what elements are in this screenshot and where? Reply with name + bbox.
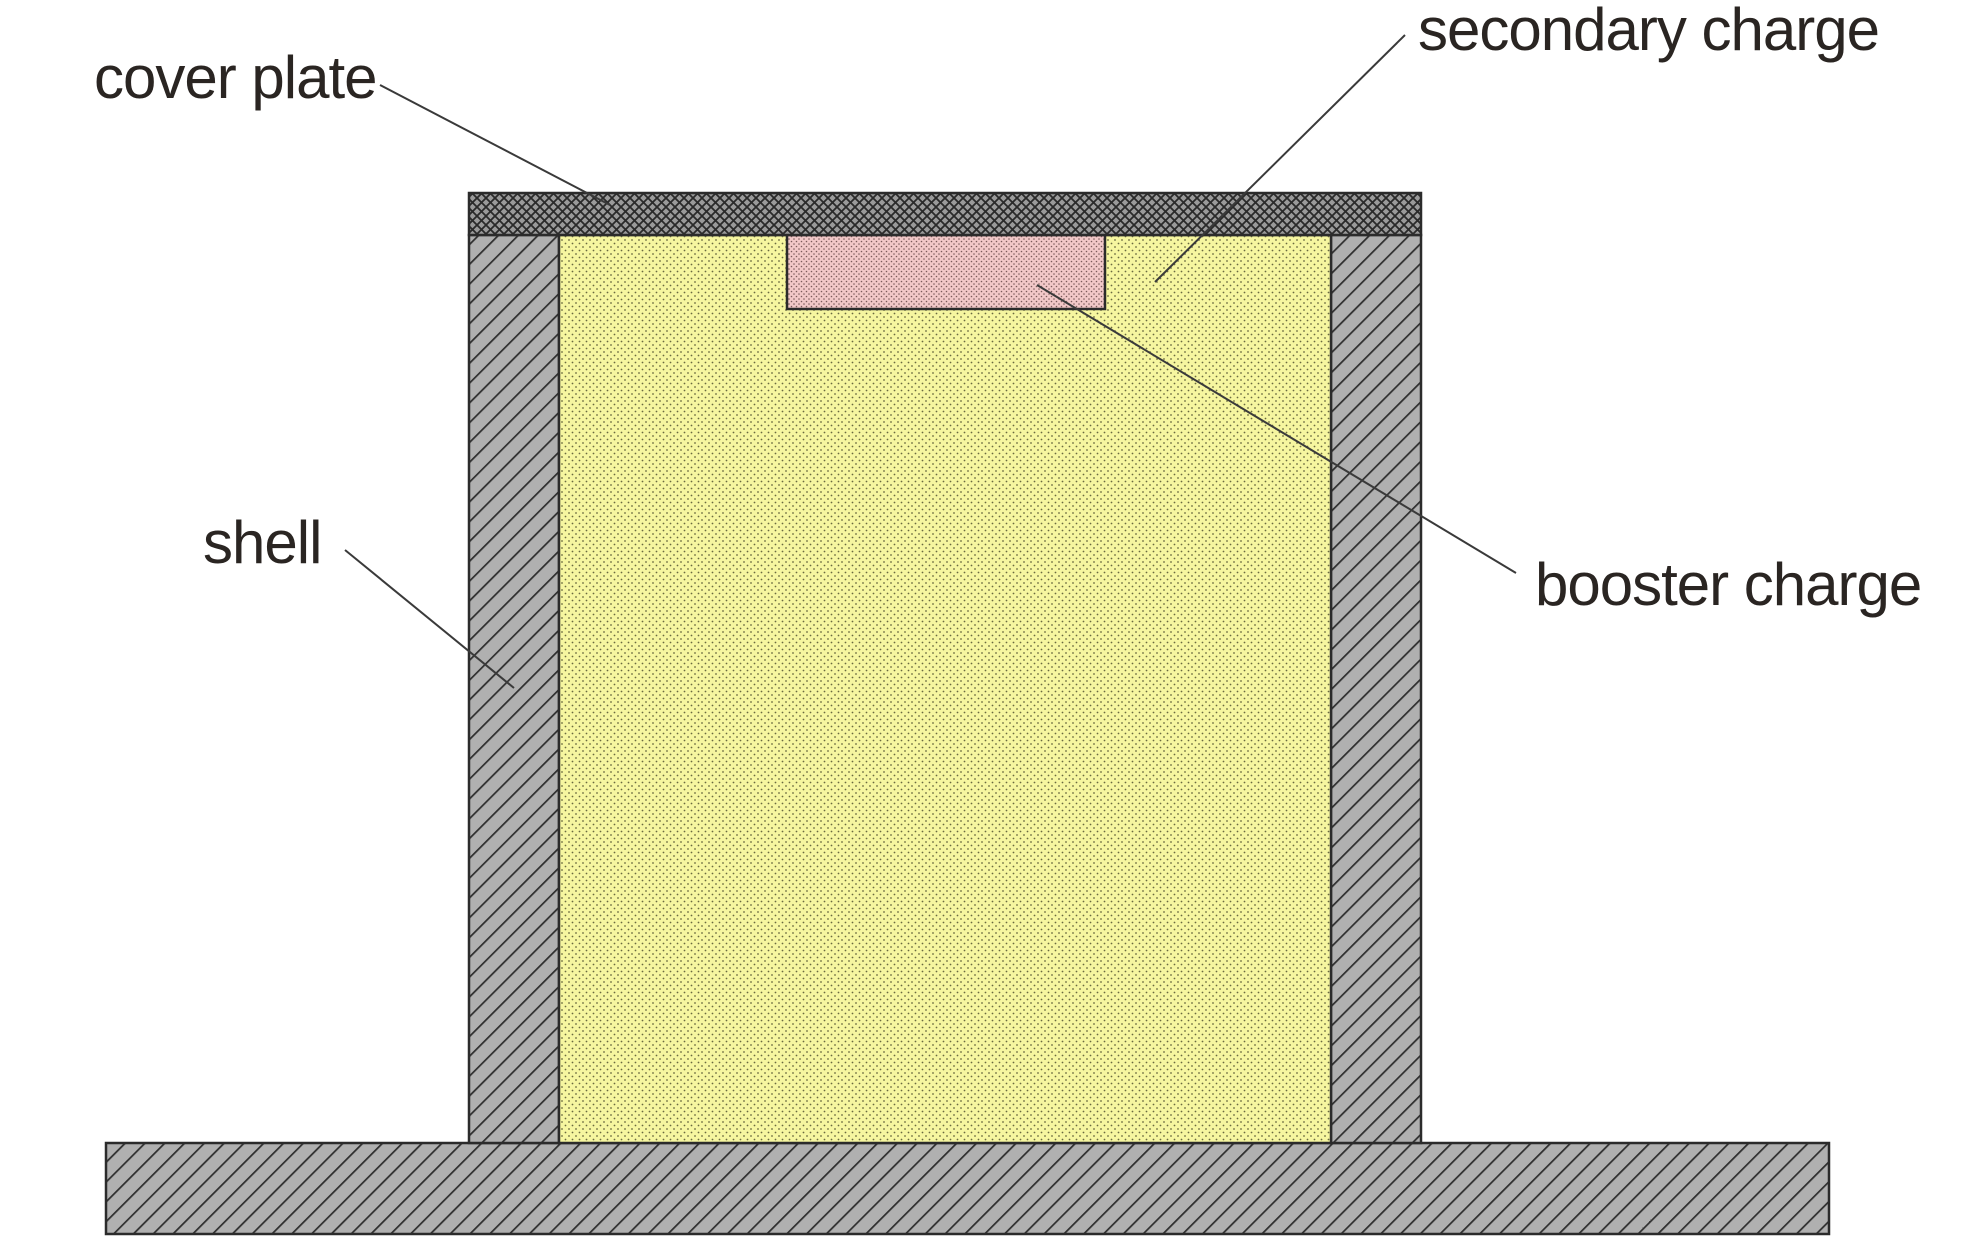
base-plate bbox=[104, 1141, 1831, 1236]
shell-left-wall bbox=[467, 233, 561, 1145]
cover-plate-leader bbox=[379, 84, 611, 206]
shell-leader bbox=[344, 549, 515, 689]
booster-charge bbox=[785, 233, 1107, 311]
booster-charge-label: booster charge bbox=[1535, 551, 1921, 618]
booster-charge-leader bbox=[1036, 284, 1517, 574]
shell-right-wall bbox=[1329, 233, 1423, 1145]
cover-plate bbox=[467, 191, 1423, 237]
secondary-charge-label: secondary charge bbox=[1418, 0, 1879, 63]
secondary-charge-leader bbox=[1154, 34, 1406, 283]
cover-plate-label: cover plate bbox=[94, 44, 377, 111]
secondary-charge bbox=[557, 233, 1333, 1145]
shell-label: shell bbox=[203, 509, 321, 576]
